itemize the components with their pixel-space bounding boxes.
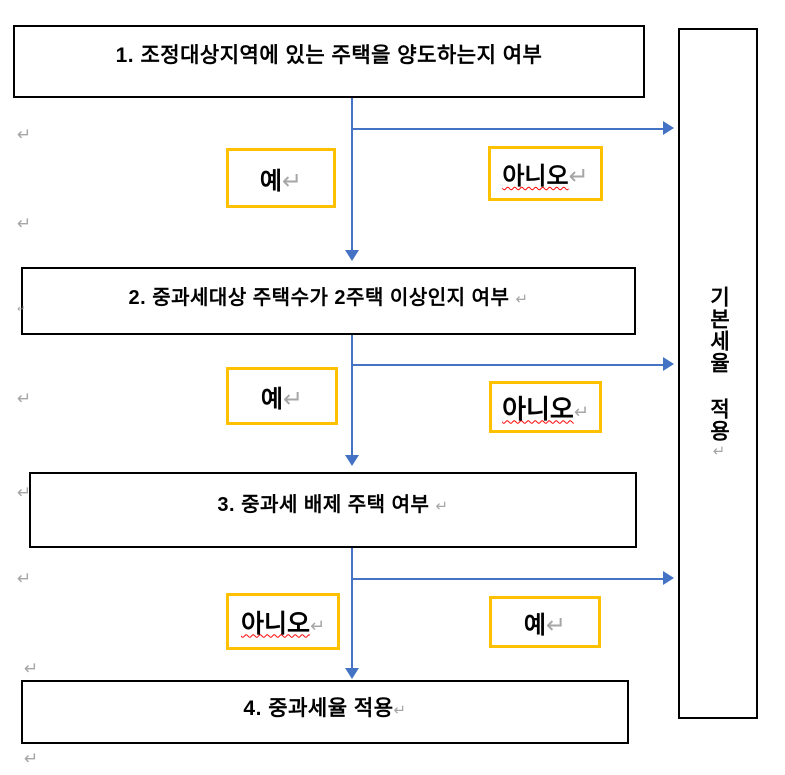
answer-yes-2-text: 예 <box>260 385 283 413</box>
answer-box-yes-2[interactable]: 예↵ <box>226 367 338 425</box>
answer-box-no-2[interactable]: 아니오↵ <box>489 381 602 433</box>
paragraph-mark-icon-inline-1: ↵ <box>281 167 303 195</box>
answer-no-3-text: 아니오 <box>240 609 310 638</box>
result-text: 기본세율 적용 <box>707 286 730 442</box>
step-box-1[interactable]: 1. 조정대상지역에 있는 주택을 양도하는지 여부 <box>13 25 645 98</box>
paragraph-mark-icon-inline-10: ↵ <box>710 442 727 461</box>
down-arrow-icon-3 <box>345 668 359 679</box>
answer-no-1-label: 아니오↵ <box>502 156 588 191</box>
paragraph-mark-icon-7: ↵ <box>24 749 39 768</box>
step-4-label: 4. 중과세율 적용↵ <box>243 692 406 722</box>
paragraph-mark-icon-1: ↵ <box>17 125 32 144</box>
paragraph-mark-icon-inline-9: ↵ <box>393 702 407 719</box>
step-4-text: 4. 중과세율 적용 <box>243 697 394 720</box>
answer-yes-1-text: 예 <box>259 167 282 195</box>
step-2-label: 2. 중과세대상 주택수가 2주택 이상인지 여부 ↵ <box>128 281 528 310</box>
paragraph-mark-icon-4: ↵ <box>17 483 32 502</box>
down-arrow-icon-1 <box>345 250 359 261</box>
right-arrow-icon-1 <box>663 121 674 135</box>
answer-box-yes-3[interactable]: 예↵ <box>489 596 601 648</box>
connector-horizontal-2 <box>351 364 666 366</box>
paragraph-mark-icon-inline-4: ↵ <box>282 385 304 413</box>
paragraph-mark-icon-6: ↵ <box>24 659 39 678</box>
paragraph-mark-icon-5: ↵ <box>17 569 32 588</box>
answer-yes-3-label: 예↵ <box>524 605 566 640</box>
answer-no-3-label: 아니오↵ <box>241 604 325 640</box>
paragraph-mark-icon-inline-7: ↵ <box>309 615 326 636</box>
paragraph-mark-icon-inline-5: ↵ <box>573 401 589 422</box>
right-arrow-icon-3 <box>663 571 674 585</box>
answer-no-1-text: 아니오 <box>502 163 569 190</box>
paragraph-mark-icon-2: ↵ <box>17 214 32 233</box>
result-label: 기본세율 적용↵ <box>703 286 733 461</box>
paragraph-mark-icon-inline-6: ↵ <box>435 498 449 515</box>
paragraph-mark-icon-3: ↵ <box>17 389 32 408</box>
answer-no-2-text: 아니오 <box>502 393 574 424</box>
paragraph-mark-icon-8: ↵ <box>17 304 26 315</box>
connector-horizontal-1 <box>351 128 666 130</box>
paragraph-mark-icon-inline-3: ↵ <box>515 291 529 308</box>
result-box-basic-rate[interactable]: 기본세율 적용↵ <box>678 28 758 719</box>
answer-box-yes-1[interactable]: 예↵ <box>226 148 336 208</box>
answer-yes-3-text: 예 <box>523 611 546 639</box>
answer-box-no-1[interactable]: 아니오↵ <box>488 146 603 201</box>
step-2-text: 2. 중과세대상 주택수가 2주택 이상인지 여부 <box>128 287 510 309</box>
connector-vertical-3 <box>351 548 353 668</box>
step-box-2[interactable]: 2. 중과세대상 주택수가 2주택 이상인지 여부 ↵ <box>21 267 636 335</box>
step-3-text: 3. 중과세 배제 주택 여부 <box>217 494 430 516</box>
step-1-label: 1. 조정대상지역에 있는 주택을 양도하는지 여부 <box>115 44 543 67</box>
connector-vertical-1 <box>351 98 353 250</box>
answer-no-2-label: 아니오↵ <box>502 389 589 426</box>
paragraph-mark-icon-inline-8: ↵ <box>545 611 567 639</box>
step-box-4[interactable]: 4. 중과세율 적용↵ <box>21 680 629 744</box>
down-arrow-icon-2 <box>345 455 359 466</box>
connector-vertical-2 <box>351 335 353 455</box>
connector-horizontal-3 <box>351 578 666 580</box>
right-arrow-icon-2 <box>663 357 674 371</box>
step-3-label: 3. 중과세 배제 주택 여부 ↵ <box>217 488 448 517</box>
step-box-3[interactable]: 3. 중과세 배제 주택 여부 ↵ <box>29 472 637 548</box>
answer-box-no-3[interactable]: 아니오↵ <box>226 593 340 650</box>
paragraph-mark-icon-inline-2: ↵ <box>568 163 589 190</box>
answer-yes-2-label: 예↵ <box>261 379 303 414</box>
answer-yes-1-label: 예↵ <box>260 161 302 196</box>
